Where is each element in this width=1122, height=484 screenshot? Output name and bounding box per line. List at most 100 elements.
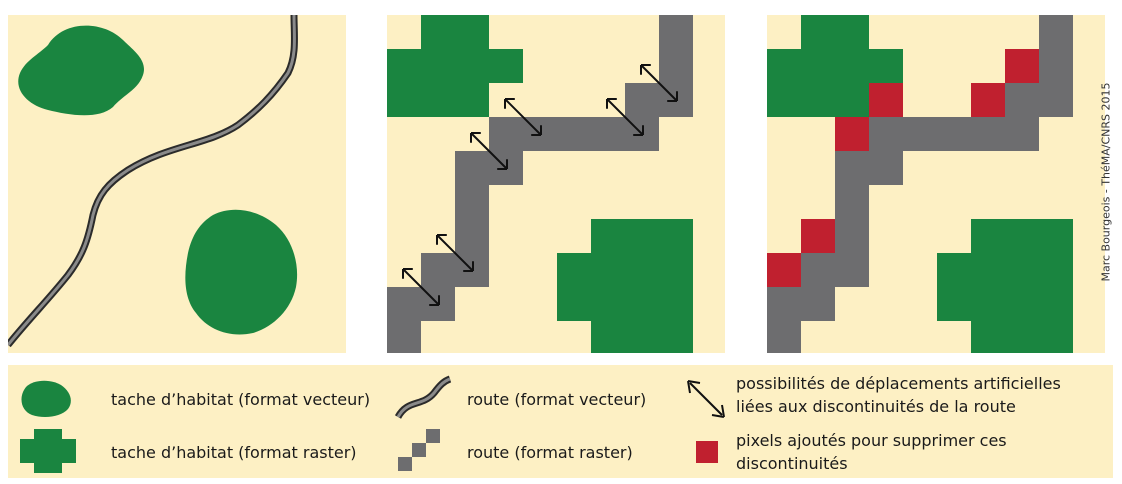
road-vector-fill <box>8 15 296 346</box>
habitat-patch-vector-icon <box>16 379 74 423</box>
habitat-pixel <box>591 253 625 287</box>
legend: tache d’habitat (format vecteur) tache d… <box>8 365 1113 478</box>
road-pixel <box>625 83 659 117</box>
credit-text: Marc Bourgeois - ThéMA/CNRS 2015 <box>1099 82 1113 282</box>
road-pixel <box>767 321 801 353</box>
double-arrow <box>606 98 644 136</box>
road-pixel <box>1039 83 1073 117</box>
habitat-pixel <box>801 49 835 83</box>
road-pixel <box>801 253 835 287</box>
habitat-pixel <box>659 253 693 287</box>
added-pixels <box>767 49 1039 287</box>
movement-arrows <box>402 64 678 306</box>
road-pixel <box>591 117 625 151</box>
habitat-pixel <box>801 15 835 49</box>
habitat-pixel <box>971 219 1005 253</box>
road-pixel <box>659 15 693 49</box>
habitat-pixel <box>421 83 455 117</box>
habitat-pixel <box>659 321 693 353</box>
habitat-pixel <box>1005 253 1039 287</box>
habitat-pixel <box>421 15 455 49</box>
double-arrow <box>470 132 508 170</box>
road-pixel <box>869 151 903 185</box>
road-pixel <box>387 287 421 321</box>
road-pixel <box>659 49 693 83</box>
habitat-pixel <box>801 83 835 117</box>
added-pixel <box>801 219 835 253</box>
legend-label: tache d’habitat (format raster) <box>111 443 357 462</box>
road-pixel <box>903 117 937 151</box>
habitat-pixel <box>625 321 659 353</box>
habitat-pixel <box>421 49 455 83</box>
road-pixel <box>455 151 489 185</box>
road-pixel <box>835 185 869 219</box>
habitat-pixel <box>1039 253 1073 287</box>
legend-label: possibilités de déplacements artificiell… <box>736 374 1061 393</box>
habitat-pixel <box>835 83 869 117</box>
habitat-pixel <box>835 49 869 83</box>
habitat-pixel <box>767 49 801 83</box>
habitat-pixel <box>387 49 421 83</box>
habitat-pixel <box>557 287 591 321</box>
road-pixel <box>455 185 489 219</box>
road-pixel <box>835 151 869 185</box>
habitat-patch-vector <box>185 209 298 335</box>
habitat-pixel <box>489 49 523 83</box>
habitat-pixel <box>591 287 625 321</box>
legend-label: route (format vecteur) <box>467 390 647 409</box>
road-vector-icon <box>394 373 454 427</box>
double-arrow <box>436 234 474 272</box>
legend-label: liées aux discontinuités de la route <box>736 397 1016 416</box>
road-pixel <box>455 219 489 253</box>
road-pixel <box>835 219 869 253</box>
added-pixel <box>1005 49 1039 83</box>
habitat-pixel <box>937 253 971 287</box>
habitat-pixel <box>767 83 801 117</box>
habitat-pixel <box>835 15 869 49</box>
habitat-pixel <box>591 219 625 253</box>
habitat-pixel <box>937 287 971 321</box>
habitat-pixel <box>971 253 1005 287</box>
habitat-pixel <box>1039 287 1073 321</box>
habitat-patch-vector <box>18 25 144 116</box>
legend-label: discontinuités <box>736 454 848 473</box>
habitat-patches-raster <box>387 15 693 353</box>
added-pixel <box>971 83 1005 117</box>
legend-label: pixels ajoutés pour supprimer ces <box>736 431 1007 450</box>
habitat-pixel <box>591 321 625 353</box>
road-pixel <box>387 321 421 353</box>
habitat-pixel <box>455 49 489 83</box>
habitat-pixel <box>1005 219 1039 253</box>
corrected-raster-map-panel <box>767 15 1105 353</box>
road-pixel <box>1005 117 1039 151</box>
habitat-pixel <box>1005 321 1039 353</box>
road-pixel <box>1039 49 1073 83</box>
habitat-patch-raster-icon <box>20 429 76 477</box>
habitat-pixel <box>455 83 489 117</box>
double-arrow <box>402 268 440 306</box>
legend-label: route (format raster) <box>467 443 633 462</box>
habitat-pixel <box>387 83 421 117</box>
double-arrow <box>504 98 542 136</box>
road-pixel <box>489 117 523 151</box>
road-pixel <box>801 287 835 321</box>
habitat-pixel <box>1039 321 1073 353</box>
road-raster <box>767 15 1073 353</box>
habitat-pixel <box>625 219 659 253</box>
habitat-patches-raster <box>767 15 1073 353</box>
road-pixel <box>937 117 971 151</box>
road-pixel <box>869 117 903 151</box>
added-pixel <box>767 253 801 287</box>
habitat-pixel <box>625 253 659 287</box>
vector-map-panel <box>8 15 346 353</box>
habitat-pixel <box>869 49 903 83</box>
road-pixel <box>421 253 455 287</box>
road-raster-icon <box>398 429 442 477</box>
habitat-pixel <box>1039 219 1073 253</box>
road-pixel <box>557 117 591 151</box>
habitat-pixel <box>971 287 1005 321</box>
road-pixel <box>971 117 1005 151</box>
legend-label: tache d’habitat (format vecteur) <box>111 390 371 409</box>
credit-label: Marc Bourgeois - ThéMA/CNRS 2015 <box>1093 12 1119 352</box>
habitat-pixel <box>659 287 693 321</box>
